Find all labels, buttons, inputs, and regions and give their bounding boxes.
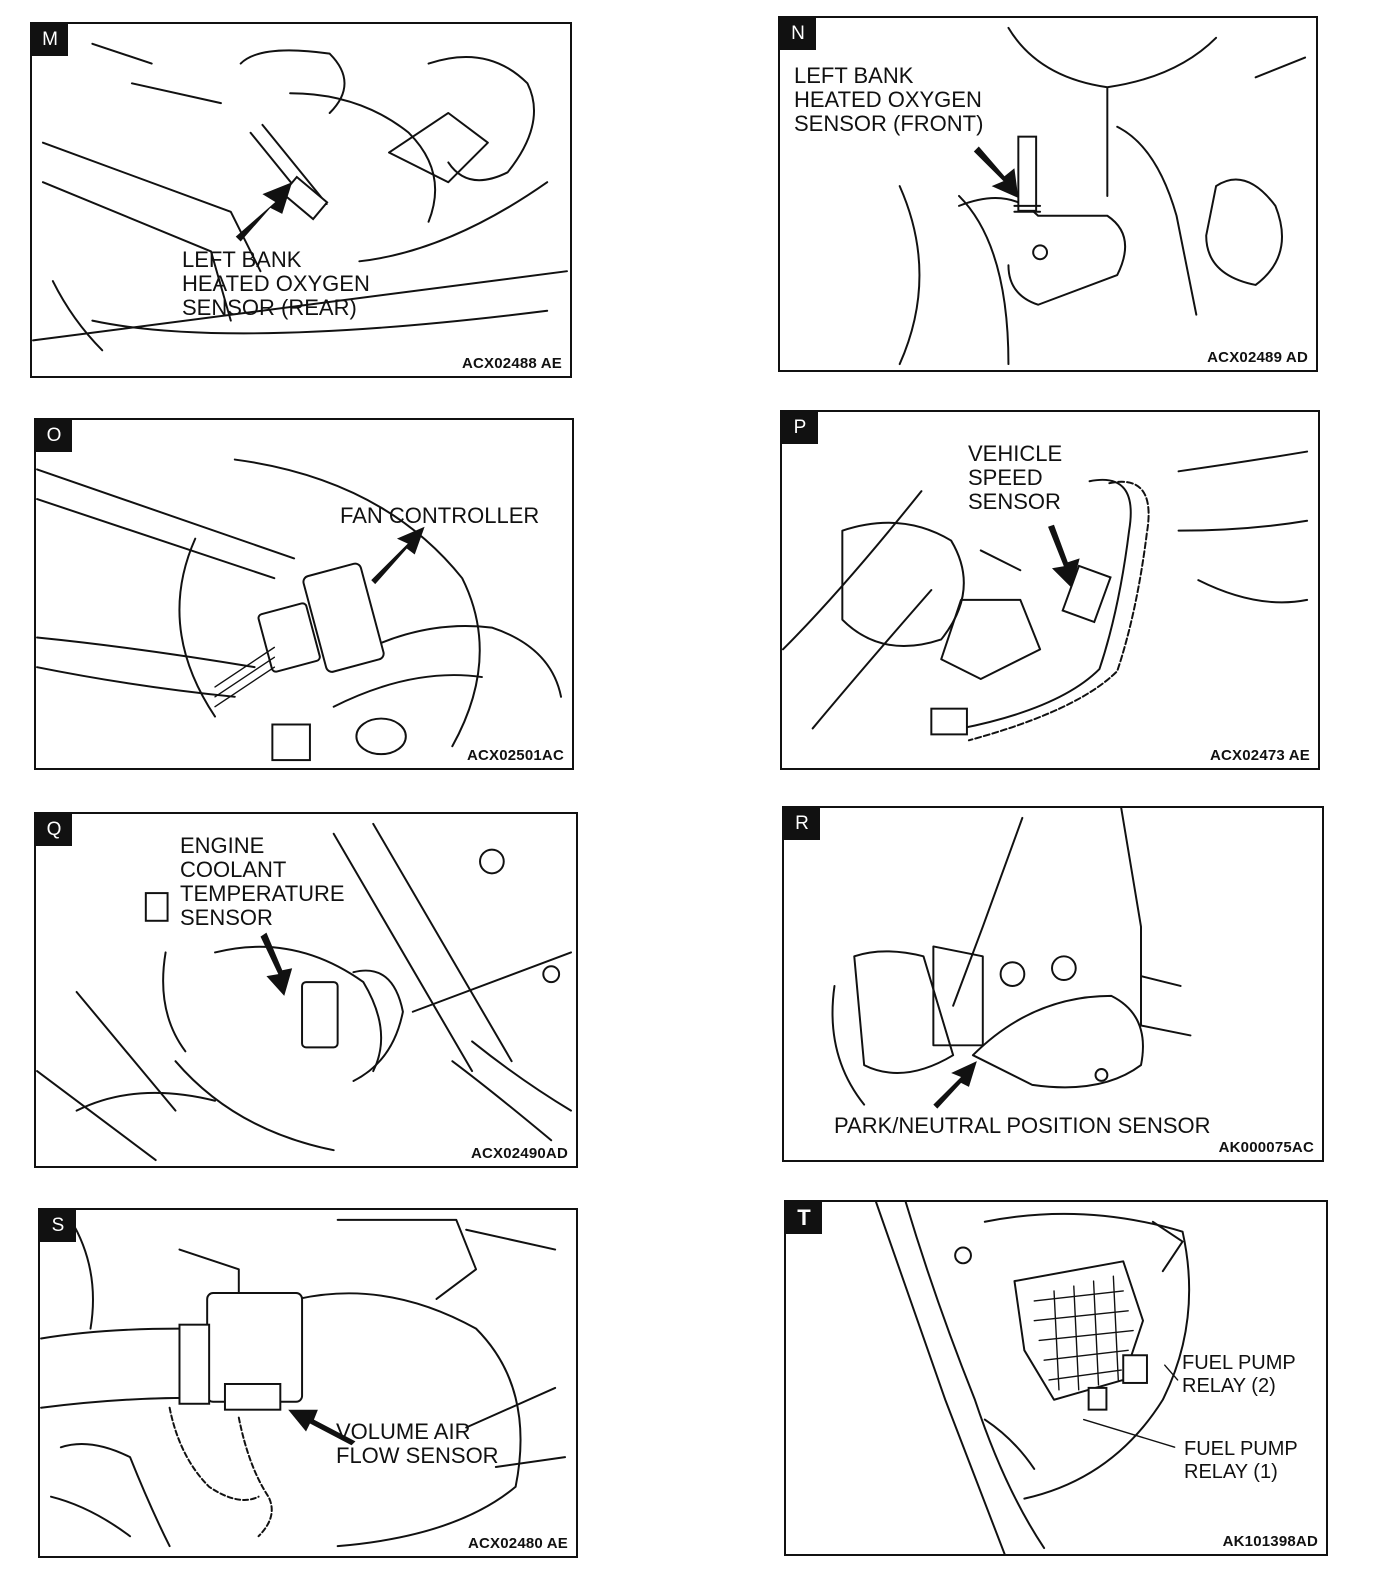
diagram-panel-q: Q ENGINE COOLANT TEMPERATURE SENSOR ACX0… [34, 812, 578, 1168]
panel-s-label: VOLUME AIR FLOW SENSOR [336, 1419, 499, 1468]
panel-o-code: ACX02501AC [466, 747, 564, 764]
panel-s-letter: S [40, 1210, 76, 1242]
diagram-panel-t: T FUEL PUMP RELAY (2) FUEL PUMP RELAY (1… [784, 1200, 1328, 1556]
panel-p-label: VEHICLE SPEED SENSOR [968, 441, 1063, 514]
panel-q-code: ACX02490AD [470, 1145, 568, 1162]
diagram-panel-s: S VOLUME AIR FLOW SENSOR ACX02480 AE [38, 1208, 578, 1558]
panel-t-label-relay-2: FUEL PUMP RELAY (2) [1182, 1352, 1296, 1397]
panel-q-illustration [36, 822, 572, 1162]
panel-p-code: ACX02473 AE [1209, 747, 1310, 764]
panel-r-code: AK000075AC [1218, 1139, 1314, 1156]
diagram-panel-r: R PARK/NEUTRAL POSITION SENSOR AK000075A… [782, 806, 1324, 1162]
diagram-panel-n: N LEFT BANK HEATED OXYGEN SENSOR (FRONT)… [778, 16, 1318, 372]
diagram-panel-m: M LEFT BANK HEATED OXYGEN SENSOR (REAR) … [30, 22, 572, 378]
panel-t-letter: T [786, 1202, 822, 1234]
panel-t-illustration [875, 1202, 1191, 1554]
panel-o-letter: O [36, 420, 72, 452]
panel-r-illustration [831, 808, 1192, 1109]
panel-q-label: ENGINE COOLANT TEMPERATURE SENSOR [180, 833, 345, 930]
panel-n-letter: N [780, 18, 816, 50]
panel-n-illustration [898, 26, 1307, 366]
panel-s-code: ACX02480 AE [467, 1535, 568, 1552]
panel-r-letter: R [784, 808, 820, 840]
panel-n-label: LEFT BANK HEATED OXYGEN SENSOR (FRONT) [794, 63, 984, 136]
panel-n-code: ACX02489 AD [1207, 349, 1308, 366]
panel-m-letter: M [32, 24, 68, 56]
panel-t-code: AK101398AD [1222, 1533, 1318, 1550]
panel-m-code: ACX02488 AE [461, 355, 562, 372]
panel-p-letter: P [782, 412, 818, 444]
panel-r-label: PARK/NEUTRAL POSITION SENSOR [834, 1113, 1211, 1138]
panel-q-letter: Q [36, 814, 72, 846]
diagram-panel-o: O FAN CONTROLLER ACX02501AC [34, 418, 574, 770]
panel-m-label: LEFT BANK HEATED OXYGEN SENSOR (REAR) [182, 247, 370, 320]
panel-o-illustration [36, 458, 563, 762]
panel-s-illustration [40, 1218, 567, 1548]
panel-t-label-relay-1: FUEL PUMP RELAY (1) [1184, 1438, 1298, 1483]
panel-m-illustration [32, 42, 568, 352]
panel-p-illustration [782, 450, 1309, 742]
diagram-panel-p: P VEHICLE SPEED SENSOR ACX02473 AE [780, 410, 1320, 770]
panel-o-label: FAN CONTROLLER [340, 503, 540, 528]
